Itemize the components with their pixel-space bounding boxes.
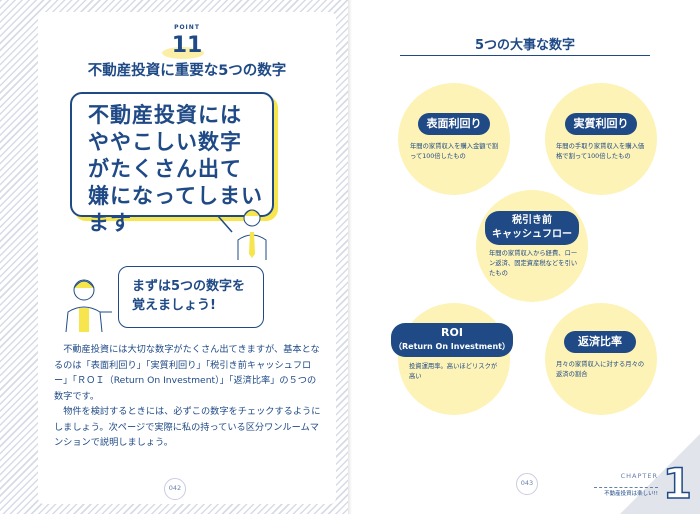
point-number: 11 bbox=[171, 33, 203, 58]
desc-cashflow: 年間の家賃収入から経費、ローン返済、固定資産税などを引いたもの bbox=[489, 250, 578, 277]
page-number-right: 043 bbox=[516, 473, 538, 495]
label-repayment-ratio: 返済比率 bbox=[564, 331, 636, 353]
chapter-title: 不動産投資は楽しい!! bbox=[594, 487, 658, 498]
desc-roi: 投資運用率。高いほどリスクが高い bbox=[409, 363, 498, 380]
chapter-corner bbox=[620, 434, 700, 514]
paragraph: 物件を検討するときには、必ずこの数字をチェックするようにしましょう。次ページで実… bbox=[54, 406, 321, 448]
desc-real-yield: 年間の手取り家賃収入を購入価格で割って100倍したもの bbox=[556, 143, 645, 160]
label-cashflow: 税引き前キャッシュフロー bbox=[485, 211, 579, 245]
speech-bubble-reply: まずは5つの数字を覚えましょう! bbox=[118, 266, 264, 328]
label-cashflow-line2: キャッシュフロー bbox=[492, 229, 572, 240]
circle-roi bbox=[398, 303, 510, 415]
paragraph: 不動産投資には大切な数字がたくさん出てきますが、基本となるのは「表面利回り」「実… bbox=[54, 344, 320, 402]
circle-cashflow bbox=[476, 190, 588, 302]
point-label: POINT bbox=[174, 24, 200, 31]
bubble-reply-text: まずは5つの数字を覚えましょう! bbox=[132, 279, 246, 313]
page-title: 不動産投資に重要な5つの数字 bbox=[87, 63, 287, 79]
title-underline bbox=[400, 55, 650, 56]
desc-surface-yield: 年間の家賃収入を購入金額で割って100倍したもの bbox=[410, 143, 499, 160]
advisor-man-icon bbox=[65, 279, 112, 333]
label-roi: ROI （Return On Investment） bbox=[391, 323, 513, 357]
bubble-main-text: 不動産投資にはややこしい数字がたくさん出て嫌になってしまいます bbox=[88, 103, 263, 235]
label-cashflow-line1: 税引き前 bbox=[512, 215, 552, 226]
man-with-tie-icon bbox=[218, 209, 267, 260]
label-roi-line2: （Return On Investment） bbox=[394, 342, 510, 351]
book-spine bbox=[348, 0, 352, 514]
point-highlight bbox=[162, 47, 204, 59]
chapter-number: 1 bbox=[662, 459, 693, 509]
speech-bubble-main: 不動産投資にはややこしい数字がたくさん出て嫌になってしまいます bbox=[70, 92, 274, 235]
right-title: 5つの大事な数字 bbox=[474, 38, 576, 53]
page-number-left: 042 bbox=[164, 478, 186, 500]
chapter-label: CHAPTER bbox=[620, 472, 658, 480]
circle-surface-yield bbox=[398, 83, 510, 195]
label-surface-yield: 表面利回り bbox=[418, 113, 490, 135]
body-text: 不動産投資には大切な数字がたくさん出てきますが、基本となるのは「表面利回り」「実… bbox=[54, 342, 324, 451]
desc-repayment-ratio: 月々の家賃収入に対する月々の返済の割合 bbox=[556, 361, 645, 378]
circle-real-yield bbox=[545, 83, 657, 195]
label-roi-line1: ROI bbox=[441, 326, 463, 339]
circle-repayment-ratio bbox=[545, 303, 657, 415]
label-real-yield: 実質利回り bbox=[565, 113, 637, 135]
left-page: POINT 11 不動産投資に重要な5つの数字 不動産投資にはややこしい数字がた… bbox=[38, 12, 336, 504]
